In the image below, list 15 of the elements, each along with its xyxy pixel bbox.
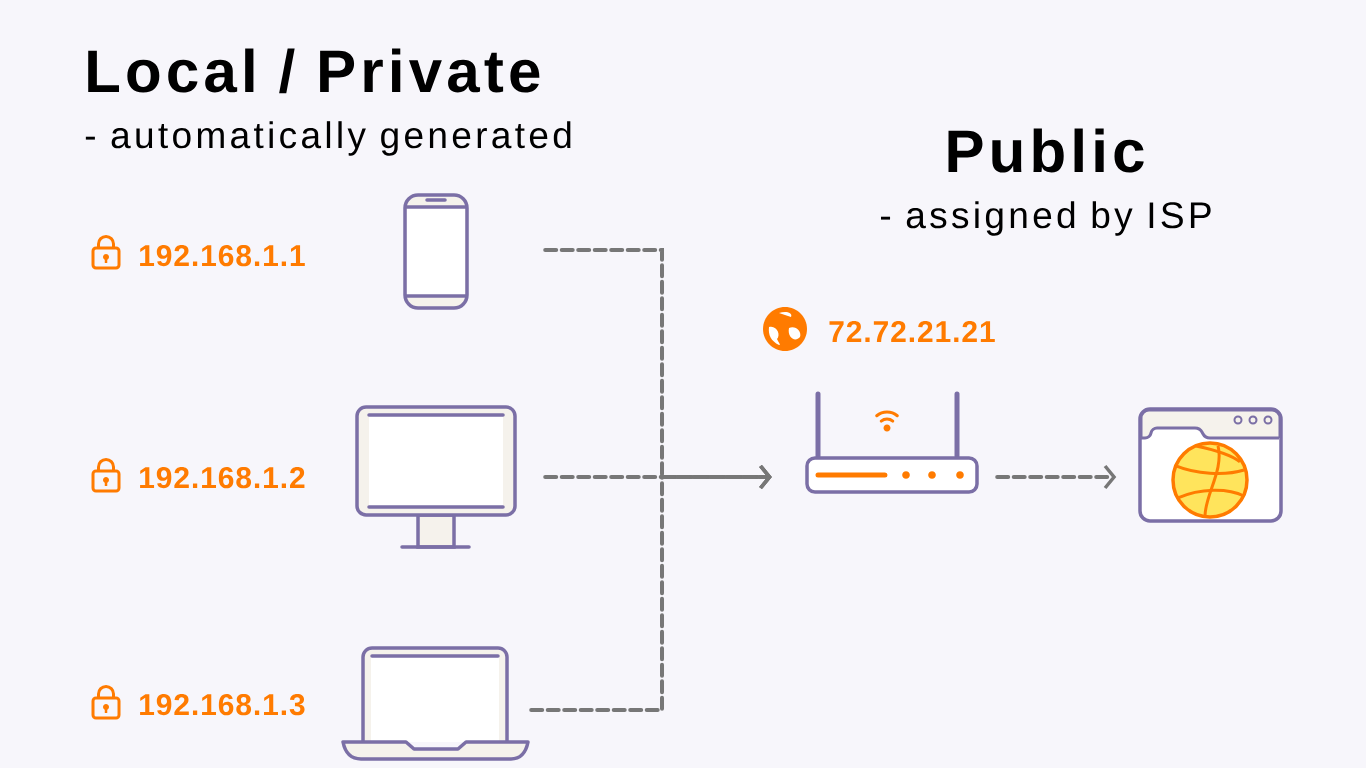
subheading: - automatically generated [85, 121, 571, 156]
monitor-icon [355, 405, 517, 549]
ip-address: 192.168.1.2 [140, 467, 305, 489]
arrow [529, 464, 772, 712]
laptop-icon [341, 646, 530, 761]
ip-address: 192.168.1.1 [140, 245, 305, 267]
heading: Local / Private [88, 48, 540, 94]
heading: Public [948, 128, 1144, 173]
arrow [995, 464, 1117, 490]
router-icon [805, 391, 979, 494]
subheading: - assigned by ISP [881, 201, 1211, 236]
phone-icon [403, 193, 469, 310]
browser-window-icon [1138, 407, 1283, 523]
ip-address: 72.72.21.21 [829, 321, 995, 342]
ip-address: 192.168.1.3 [140, 694, 305, 716]
